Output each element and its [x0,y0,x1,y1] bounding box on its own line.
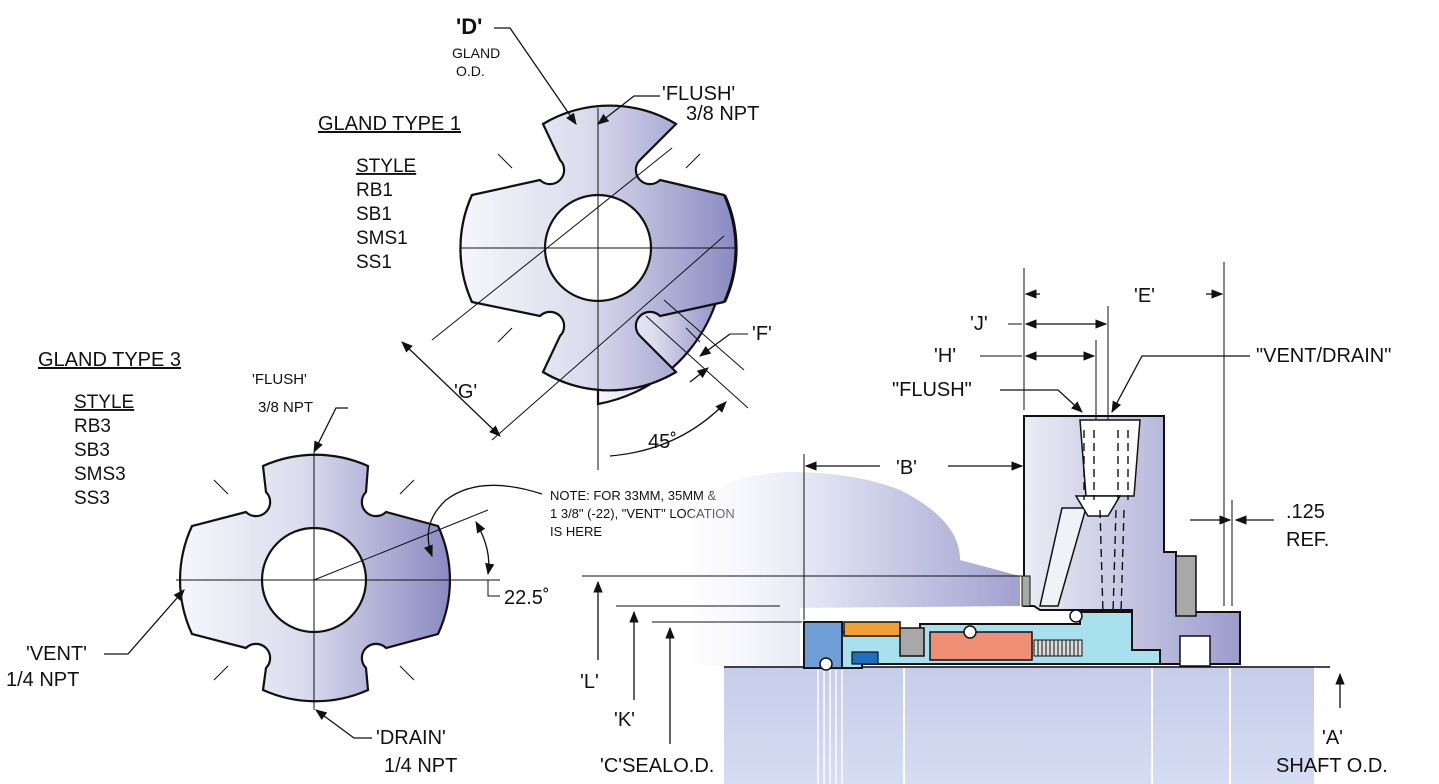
gland-type-3-drain-size: 1/4 NPT [384,755,457,777]
gland-type-3-drain-label: 'DRAIN' [376,727,446,749]
shaft [724,666,1314,784]
pump-housing [667,471,1020,666]
shaft-letter: 'A' [1322,727,1343,749]
dim-l-label: 'L' [580,671,599,693]
gland-od-line2: O.D. [456,63,485,79]
gland-type-3-angle: 22.5˚ [504,587,550,609]
ref-label: REF. [1286,529,1329,551]
gland-type-3-vent-size: 1/4 NPT [6,669,79,691]
dim-j-label: 'J' [970,313,988,335]
shaft-od-label: SHAFT O.D. [1276,755,1388,777]
ref-value: .125 [1286,501,1325,523]
gland-type-1-style: SS1 [356,252,392,273]
gland-type-3-vent-label: 'VENT' [26,643,87,665]
dim-k-label: 'K' [614,709,635,731]
gland-type-1-title: GLAND TYPE 1 [318,113,461,135]
gland-type-1-flush-label: 'FLUSH' [662,83,735,105]
gland-type-3-flush-size: 3/8 NPT [258,399,313,416]
gland-type-3-note: NOTE: FOR 33MM, 35MM & [550,488,716,503]
gland-od-letter: 'D' [456,14,482,39]
gland-type-3-flush-label: 'FLUSH' [252,371,307,388]
dim-b-label: 'B' [896,457,917,479]
dim-f-label: 'F' [752,323,772,345]
gland-type-3-note: IS HERE [550,524,602,539]
gland-type-3-view: 22.5˚ NOTE: FOR 33MM, 35MM & 1 3/8" (-22… [6,349,735,777]
gland-type-1-style: RB1 [356,180,393,201]
gland-type-1-style: SMS1 [356,228,408,249]
gland-type-3-style: SS3 [74,488,110,509]
gland-type-1-flush-size: 3/8 NPT [686,103,759,125]
dim-h-label: 'H' [934,345,956,367]
gland-type-1-angle: 45˚ [648,431,677,453]
spring [1033,639,1083,657]
gland-od-line1: GLAND [452,45,500,61]
dim-g-label: 'G' [454,381,477,403]
dim-e-label: 'E' [1134,285,1155,307]
gland-type-3-style: SB3 [74,440,110,461]
section-vent-drain-label: "VENT/DRAIN" [1256,345,1391,367]
gland-type-1-style: SB1 [356,204,392,225]
section-flush-label: "FLUSH" [892,379,972,401]
seal-od-label: 'C'SEALO.D. [600,755,714,777]
gland-type-3-title: GLAND TYPE 3 [38,349,181,371]
seal-section-view: 'E' 'J' 'H' "FLUSH" "VENT/DRAIN" 'B' .12… [580,262,1391,784]
gland-type-3-style: SMS3 [74,464,126,485]
gland-type-3-style-header: STYLE [74,392,134,413]
gland-type-1-style-header: STYLE [356,156,416,177]
gland-type-3-style: RB3 [74,416,111,437]
gland-type-1-view: 'G' 'F' 45˚ 'D' GLAND O.D. 'FLUSH' 3/8 N… [318,14,772,470]
